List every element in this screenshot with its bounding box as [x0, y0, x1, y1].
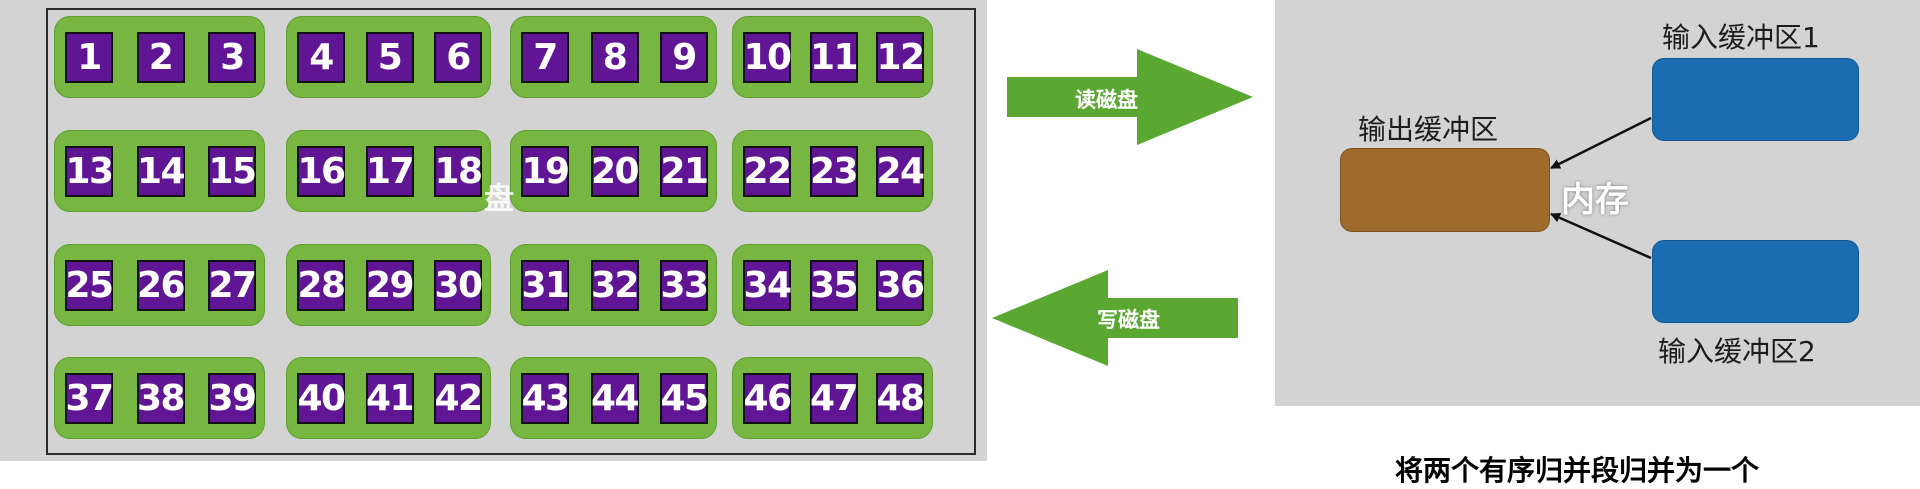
disk-block: 2 [136, 32, 185, 83]
write-disk-arrow [992, 270, 1238, 366]
disk-block: 22 [743, 146, 792, 197]
disk-block: 28 [297, 260, 346, 311]
disk-block: 7 [521, 32, 569, 83]
disk-block-group: 28 29 30 [286, 244, 491, 326]
disk-block: 47 [809, 373, 859, 424]
disk-block: 31 [521, 260, 570, 311]
disk-block: 32 [590, 260, 640, 311]
disk-block-group: 37 38 39 [54, 357, 265, 439]
arrow-input2-to-output [1550, 212, 1652, 260]
disk-block: 25 [65, 260, 114, 311]
read-disk-arrow [1007, 49, 1253, 145]
bottom-caption-partial: 将两个有序归并段归并为一个 [1395, 454, 1760, 487]
disk-block: 15 [208, 146, 257, 197]
disk-block: 23 [809, 146, 859, 197]
disk-block-group: 16 17 18 [286, 130, 491, 212]
disk-block: 46 [743, 373, 792, 424]
disk-block: 29 [365, 260, 415, 311]
disk-block: 8 [590, 32, 639, 83]
disk-block: 30 [434, 260, 483, 311]
arrow-input1-to-output [1550, 116, 1652, 170]
disk-block: 18 [434, 146, 483, 197]
disk-block: 37 [65, 373, 114, 424]
disk-block-group: 19 20 21 [510, 130, 717, 212]
write-disk-label: 写磁盘 [1097, 308, 1160, 332]
disk-block: 35 [809, 260, 859, 311]
input-buffer-2 [1652, 240, 1859, 323]
disk-label-fragment: 盘 [484, 182, 514, 217]
input-buffer-1-label: 输入缓冲区1 [1662, 21, 1820, 54]
disk-block-group: 25 26 27 [54, 244, 265, 326]
disk-block: 13 [65, 146, 114, 197]
disk-block: 21 [660, 146, 709, 197]
disk-block: 3 [208, 32, 256, 83]
disk-block-group: 43 44 45 [510, 357, 717, 439]
disk-block: 40 [297, 373, 346, 424]
disk-block: 4 [297, 32, 345, 83]
disk-block: 45 [660, 373, 709, 424]
output-buffer [1340, 148, 1550, 232]
disk-block-group: 46 47 48 [732, 357, 933, 439]
disk-block: 12 [876, 32, 925, 83]
disk-block: 14 [136, 146, 186, 197]
memory-label: 内存 [1561, 180, 1629, 220]
disk-block-group: 22 23 24 [732, 130, 933, 212]
disk-block-group: 34 35 36 [732, 244, 933, 326]
output-buffer-label: 输出缓冲区 [1358, 113, 1499, 146]
disk-block: 26 [136, 260, 186, 311]
disk-block: 36 [876, 260, 925, 311]
disk-block: 43 [521, 373, 570, 424]
disk-block: 16 [297, 146, 346, 197]
disk-block: 42 [434, 373, 483, 424]
disk-block: 6 [434, 32, 482, 83]
disk-block: 17 [365, 146, 415, 197]
input-buffer-2-label: 输入缓冲区2 [1658, 335, 1816, 368]
disk-block: 33 [660, 260, 709, 311]
disk-block: 24 [876, 146, 925, 197]
disk-block-group: 10 11 12 [732, 16, 933, 98]
read-disk-label: 读磁盘 [1075, 88, 1138, 112]
disk-block: 10 [743, 32, 792, 83]
disk-block: 34 [743, 260, 792, 311]
buffer-arrows [1550, 116, 1652, 260]
disk-block: 19 [521, 146, 570, 197]
input-buffer-1 [1652, 58, 1859, 141]
disk-block: 9 [660, 32, 708, 83]
disk-block: 1 [65, 32, 113, 83]
disk-block: 20 [590, 146, 640, 197]
disk-block: 11 [809, 32, 859, 83]
disk-block: 38 [136, 373, 186, 424]
disk-block: 27 [208, 260, 257, 311]
disk-block: 39 [208, 373, 257, 424]
disk-block: 48 [876, 373, 925, 424]
disk-block-group: 13 14 15 [54, 130, 265, 212]
disk-block: 44 [590, 373, 640, 424]
disk-block-group: 31 32 33 [510, 244, 717, 326]
disk-block: 41 [365, 373, 415, 424]
disk-block: 5 [365, 32, 414, 83]
disk-block-group: 40 41 42 [286, 357, 491, 439]
